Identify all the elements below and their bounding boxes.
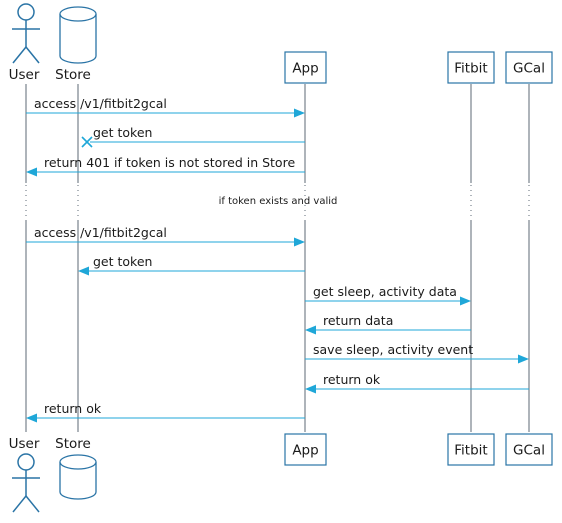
participant-gcal-top: GCal — [505, 51, 553, 84]
arrow-left-icon — [26, 413, 37, 423]
participant-fitbit-top: Fitbit — [447, 51, 495, 84]
participant-label-gcal: GCal — [513, 443, 545, 459]
participant-user-top: User — [9, 3, 40, 83]
participant-box-fitbit — [447, 433, 495, 466]
participant-fitbit-bottom: Fitbit — [447, 433, 495, 466]
arrow-left-icon — [305, 325, 316, 335]
message-1: access /v1/fitbit2gcal — [26, 96, 305, 118]
arrow-right-icon — [294, 237, 305, 247]
arrow-right-icon — [518, 354, 529, 364]
database-icon — [59, 6, 97, 64]
lifelines-bottom — [25, 220, 530, 432]
message-10: return ok — [26, 401, 305, 423]
participant-label-app: App — [292, 61, 318, 77]
participant-box-gcal — [505, 51, 553, 84]
message-4: access /v1/fitbit2gcal — [26, 225, 305, 247]
lost-message-x-icon — [81, 136, 93, 148]
message-label: get token — [93, 254, 152, 269]
participant-label-store: Store — [55, 436, 91, 452]
arrow-right-icon — [460, 296, 471, 306]
message-8: save sleep, activity event — [305, 342, 529, 364]
message-9: return ok — [305, 372, 529, 394]
arrow-right-icon — [294, 108, 305, 118]
participant-label-app: App — [292, 443, 318, 459]
message-label: return ok — [323, 372, 381, 387]
participant-gcal-bottom: GCal — [505, 433, 553, 466]
arrow-left-icon — [26, 167, 37, 177]
message-6: get sleep, activity data — [305, 284, 471, 306]
participant-box-app — [284, 51, 327, 84]
participant-app-top: App — [284, 51, 327, 84]
arrow-left-icon — [305, 384, 316, 394]
message-5: get token — [78, 254, 305, 276]
actor-icon — [12, 453, 40, 513]
message-7: return data — [305, 313, 471, 335]
lifelines-gap — [25, 185, 530, 218]
participant-store-top: Store — [55, 6, 97, 83]
participant-label-fitbit: Fitbit — [454, 61, 487, 77]
divider-label: if token exists and valid — [219, 196, 338, 207]
message-3: return 401 if token is not stored in Sto… — [26, 155, 305, 177]
participant-store-bottom: Store — [55, 436, 97, 500]
participant-label-fitbit: Fitbit — [454, 443, 487, 459]
participant-box-gcal — [505, 433, 553, 466]
participant-box-fitbit — [447, 51, 495, 84]
message-label: get sleep, activity data — [313, 284, 457, 299]
participant-box-app — [284, 433, 327, 466]
participant-label-gcal: GCal — [513, 61, 545, 77]
message-label: get token — [93, 125, 152, 140]
message-label: save sleep, activity event — [313, 342, 473, 357]
actor-icon — [12, 3, 40, 64]
message-2: get token — [81, 125, 305, 148]
message-label: return ok — [44, 401, 102, 416]
participant-app-bottom: App — [284, 433, 327, 466]
message-label: access /v1/fitbit2gcal — [34, 96, 167, 111]
arrow-left-icon — [78, 266, 89, 276]
message-label: return data — [323, 313, 393, 328]
participant-label-user: User — [9, 67, 40, 83]
message-label: return 401 if token is not stored in Sto… — [44, 155, 295, 170]
message-label: access /v1/fitbit2gcal — [34, 225, 167, 240]
database-icon — [59, 454, 97, 500]
participant-label-user: User — [9, 436, 40, 452]
participant-label-store: Store — [55, 67, 91, 83]
participant-user-bottom: User — [9, 436, 40, 513]
lifelines-top — [25, 84, 530, 183]
